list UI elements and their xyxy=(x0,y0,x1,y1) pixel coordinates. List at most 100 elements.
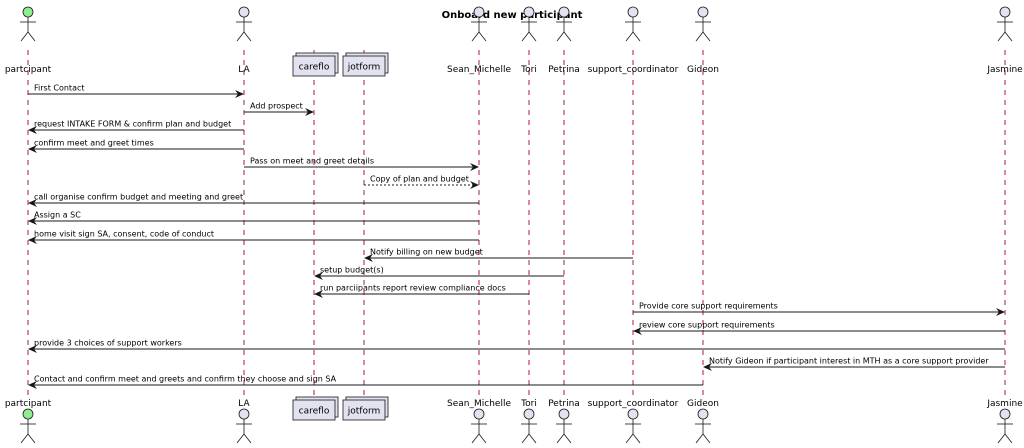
participant-label-top: Sean_Michelle xyxy=(447,65,511,75)
actor-head-icon xyxy=(627,6,639,18)
collections-jotform-bottom: jotform xyxy=(342,396,389,421)
actor-leg-right xyxy=(528,31,537,42)
actor-head-icon xyxy=(22,6,34,18)
message: Pass on meet and greet details xyxy=(244,157,479,171)
participant-label-bottom: support_coordinator xyxy=(588,399,679,409)
actor-head-icon xyxy=(22,408,34,420)
actor-leg-left xyxy=(20,31,29,42)
actor-leg-right xyxy=(563,433,572,444)
participant-label-top: LA xyxy=(238,65,250,75)
message: confirm meet and greet times xyxy=(28,139,244,153)
participant-label-bottom: partcipant xyxy=(5,399,52,409)
message-label: call organise confirm budget and meeting… xyxy=(34,193,243,202)
actor-head-icon xyxy=(558,6,570,18)
arrowhead-icon xyxy=(28,345,37,353)
participant-label-top: Jasmine xyxy=(986,65,1023,75)
message-label: home visit sign SA, consent, code of con… xyxy=(34,230,214,239)
arrowhead-icon xyxy=(28,381,37,389)
participant-label-top: partcipant xyxy=(5,65,52,75)
message: run parciipants report review compliance… xyxy=(314,284,529,298)
actor-leg-right xyxy=(27,433,36,444)
message: Notify Gideon if participant interest in… xyxy=(703,357,1005,371)
arrowhead-icon xyxy=(314,272,323,280)
actor-Gideon-top xyxy=(695,6,711,42)
message: provide 3 choices of support workers xyxy=(28,339,1005,353)
actor-Tori-bottom xyxy=(521,408,537,444)
actor-leg-right xyxy=(243,31,252,42)
arrowhead-icon xyxy=(305,108,314,116)
collections-jotform-top: jotform xyxy=(342,52,389,77)
actor-leg-left xyxy=(471,31,480,42)
message: Notify billing on new budget xyxy=(364,248,633,262)
collections-front-box xyxy=(292,399,336,421)
actor-leg-left xyxy=(471,433,480,444)
arrowhead-icon xyxy=(470,163,479,171)
actor-leg-right xyxy=(702,31,711,42)
message-label: Copy of plan and budget xyxy=(370,175,469,184)
actor-leg-left xyxy=(20,433,29,444)
actor-LA-bottom xyxy=(236,408,252,444)
arrowhead-icon xyxy=(28,199,37,207)
actor-Petrina-bottom xyxy=(556,408,572,444)
arrowhead-icon xyxy=(28,217,37,225)
collections-front-box xyxy=(342,399,386,421)
message-label: Pass on meet and greet details xyxy=(250,157,374,166)
message: Copy of plan and budget xyxy=(364,175,479,189)
actor-Gideon-bottom xyxy=(695,408,711,444)
actor-leg-right xyxy=(632,31,641,42)
participant-label-top: support_coordinator xyxy=(588,65,679,75)
participant-label-bottom: Petrina xyxy=(548,399,580,409)
message-label: Contact and confirm meet and greets and … xyxy=(34,375,337,384)
participant-label: jotform xyxy=(347,63,381,73)
actor-leg-right xyxy=(528,433,537,444)
actor-leg-right xyxy=(1004,31,1013,42)
message-label: confirm meet and greet times xyxy=(34,139,154,148)
message: review core support requirements xyxy=(633,321,1005,335)
actor-leg-right xyxy=(478,433,487,444)
participant-label: careflo xyxy=(299,407,330,417)
message: request INTAKE FORM & confirm plan and b… xyxy=(28,120,244,134)
actor-leg-left xyxy=(556,433,565,444)
actor-head-icon xyxy=(999,6,1011,18)
message: Provide core support requirements xyxy=(633,302,1005,316)
arrowhead-icon xyxy=(235,90,244,98)
arrowhead-icon xyxy=(364,254,373,262)
participant-label-top: Gideon xyxy=(687,65,719,75)
actor-partcipant-bottom xyxy=(20,408,36,444)
actor-leg-left xyxy=(997,31,1006,42)
actor-Petrina-top xyxy=(556,6,572,42)
participant-label-bottom: Jasmine xyxy=(986,399,1023,409)
arrowhead-icon xyxy=(996,308,1005,316)
actor-Sean_Michelle-bottom xyxy=(471,408,487,444)
message-label: request INTAKE FORM & confirm plan and b… xyxy=(34,120,231,129)
collections-careflo-top: careflo xyxy=(292,52,339,77)
lifelines xyxy=(27,50,1006,397)
actor-head-icon xyxy=(558,408,570,420)
actor-leg-left xyxy=(997,433,1006,444)
collections-front-box xyxy=(292,55,336,77)
message-label: Assign a SC xyxy=(34,211,81,220)
message-label: setup budget(s) xyxy=(320,266,384,275)
actor-leg-left xyxy=(625,433,634,444)
collections-careflo-bottom: careflo xyxy=(292,396,339,421)
message: First Contact xyxy=(28,84,244,98)
actor-leg-left xyxy=(236,31,245,42)
actor-head-icon xyxy=(473,408,485,420)
message: home visit sign SA, consent, code of con… xyxy=(28,230,479,244)
actor-LA-top xyxy=(236,6,252,42)
actor-leg-right xyxy=(1004,433,1013,444)
actor-leg-left xyxy=(695,31,704,42)
message-label: run parciipants report review compliance… xyxy=(320,284,506,293)
actor-head-icon xyxy=(523,6,535,18)
actor-leg-right xyxy=(478,31,487,42)
collections-front-box xyxy=(342,55,386,77)
arrowhead-icon xyxy=(28,126,37,134)
message-label: Add prospect xyxy=(250,102,303,111)
actor-leg-left xyxy=(556,31,565,42)
message: Assign a SC xyxy=(28,211,479,225)
actor-head-icon xyxy=(627,408,639,420)
message: Add prospect xyxy=(244,102,314,116)
